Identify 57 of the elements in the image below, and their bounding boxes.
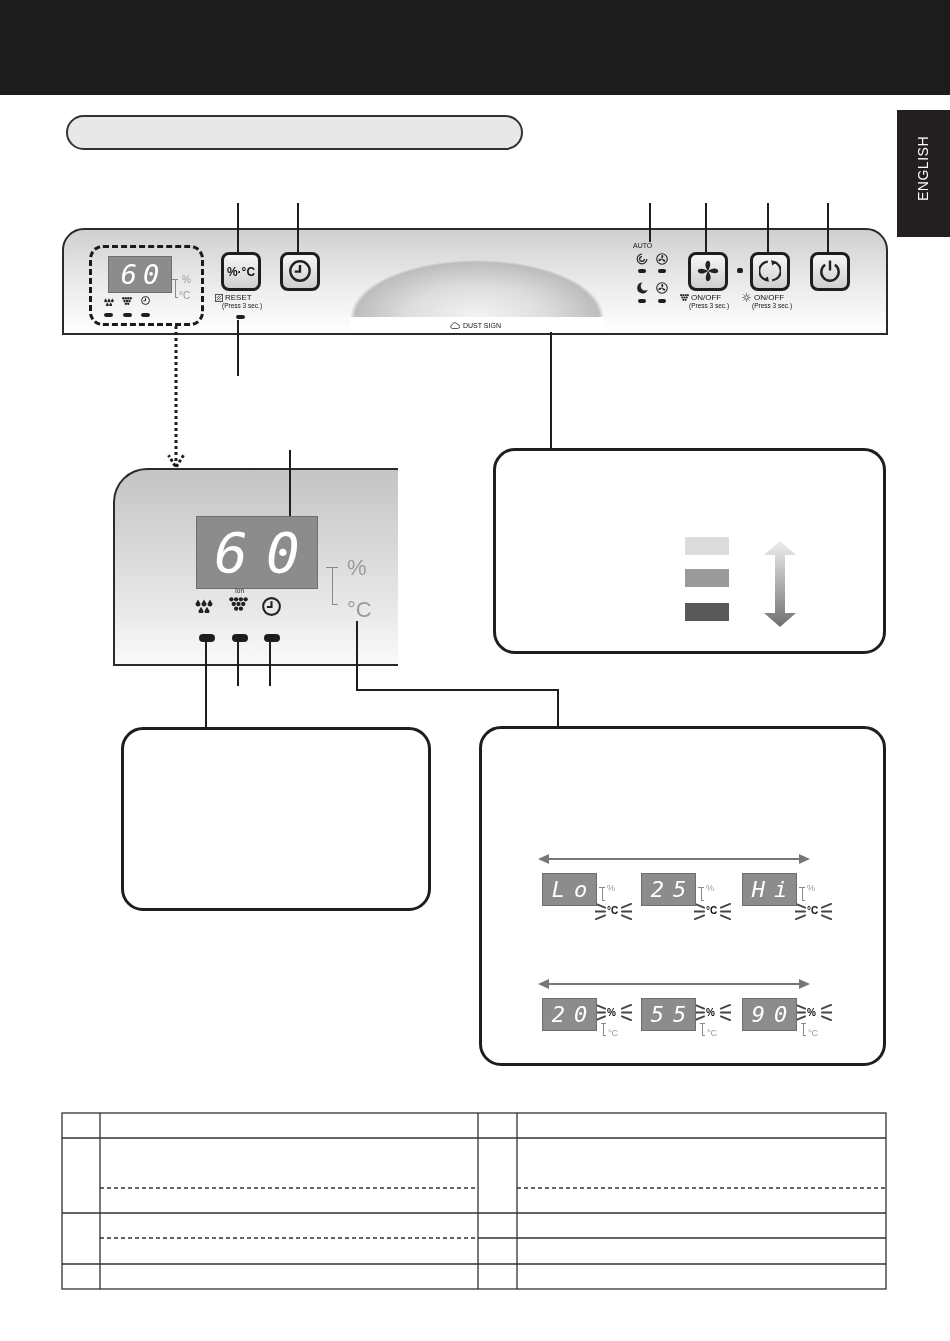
on-off-label: ON/OFF	[691, 294, 722, 302]
arrow	[167, 326, 185, 469]
display-screen: 25	[641, 873, 696, 906]
on-off-label: ON/OFF	[754, 294, 785, 302]
unit-label: %	[182, 275, 191, 285]
leader-line	[649, 202, 651, 243]
leader-line	[705, 202, 707, 253]
power-button	[810, 252, 850, 291]
unit-label: °C	[607, 906, 619, 916]
unit-label: %	[607, 1008, 616, 1018]
callout-box	[121, 727, 431, 911]
unit-label: %	[607, 884, 615, 893]
unit-label: %	[807, 1008, 816, 1018]
control-panel	[62, 228, 888, 335]
unit-label: °C	[608, 1029, 619, 1038]
unit-label: %	[347, 557, 367, 579]
unit-label: °C	[179, 291, 191, 301]
reset-label: RESET	[225, 294, 252, 302]
display-screen: 20	[542, 998, 597, 1031]
unit-label: °C	[707, 1029, 718, 1038]
unit-label: °C	[807, 906, 819, 916]
fan-button	[688, 252, 728, 291]
swing-button	[750, 252, 790, 291]
indicator-light-icon	[232, 634, 248, 642]
leader-line	[289, 449, 291, 517]
unit-label: %	[807, 884, 815, 893]
display-screen: 60	[196, 516, 318, 589]
leader-line	[269, 641, 271, 687]
unit-label: °C	[347, 599, 372, 621]
display-screen: Hi	[742, 873, 797, 906]
unit-label: %	[706, 884, 714, 893]
leader-line	[237, 319, 239, 377]
unit-toggle-button: %·°C	[221, 252, 261, 291]
leader-line	[767, 202, 769, 253]
display-screen: 60	[108, 256, 172, 293]
display-area-outline	[89, 245, 204, 326]
callout-box	[493, 448, 886, 654]
display-screen: Lo	[542, 873, 597, 906]
unit-label: %	[706, 1008, 715, 1018]
leader-line	[297, 202, 299, 253]
leader-line	[550, 331, 552, 449]
display-screen: 90	[742, 998, 797, 1031]
leader-line	[205, 641, 207, 728]
unit-label: °C	[706, 906, 718, 916]
leader-line	[356, 620, 559, 727]
display-screen: 55	[641, 998, 696, 1031]
indicator-light-icon	[264, 634, 280, 642]
unit-label: °C	[808, 1029, 819, 1038]
timer-button	[280, 252, 320, 291]
leader-line	[827, 202, 829, 253]
leader-line	[237, 641, 239, 687]
indicator-light-icon	[199, 634, 215, 642]
enlarged-display-panel	[113, 468, 398, 666]
callout-box	[479, 726, 886, 1066]
language-label: ENGLISH	[916, 136, 930, 201]
language-tab	[897, 110, 950, 237]
leader-line	[237, 202, 239, 253]
